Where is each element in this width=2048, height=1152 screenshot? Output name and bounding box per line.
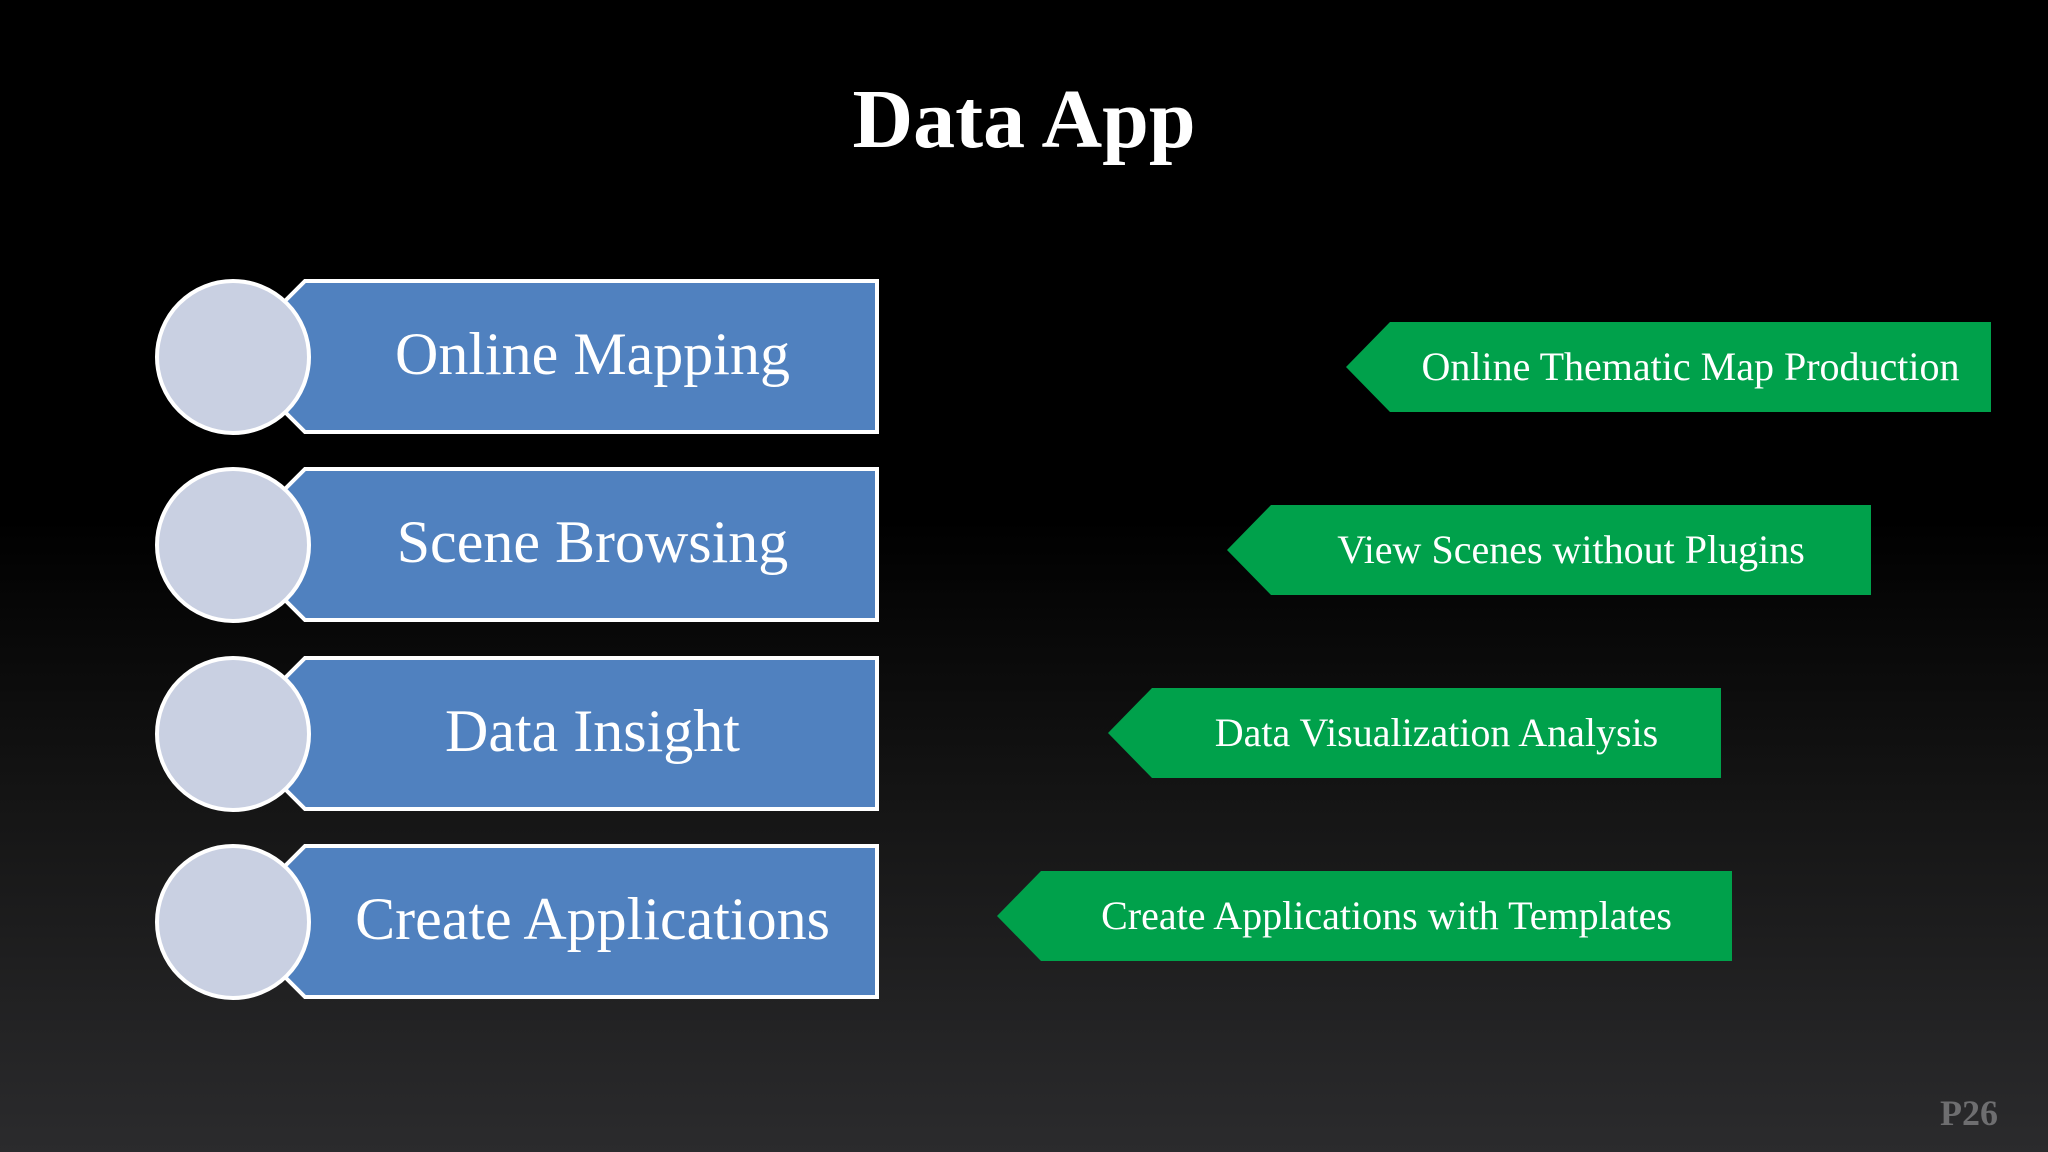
item-circle [155,279,311,435]
description-tag-online-thematic-map: Online Thematic Map Production [1346,322,1991,412]
item-label: Data Insight [445,698,740,764]
tag-label: Create Applications with Templates [1101,893,1672,938]
process-item-data-insight: Data Insight [155,656,880,812]
item-label: Scene Browsing [396,509,789,575]
tag-label: Online Thematic Map Production [1421,344,1960,389]
process-item-online-mapping: Online Mapping [155,279,880,435]
description-tag-data-visualization: Data Visualization Analysis [1108,688,1721,778]
process-item-create-applications: Create Applications [155,844,880,1000]
description-tag-view-scenes: View Scenes without Plugins [1227,505,1871,595]
item-label: Create Applications [355,886,830,952]
slide-title: Data App [852,73,1196,166]
process-item-scene-browsing: Scene Browsing [155,467,880,623]
tag-label: View Scenes without Plugins [1337,527,1805,572]
item-label: Online Mapping [395,321,790,387]
tag-label: Data Visualization Analysis [1214,710,1659,755]
item-circle [155,656,311,812]
item-circle [155,467,311,623]
description-tag-create-applications: Create Applications with Templates [997,871,1732,961]
page-number: P26 [1940,1093,1998,1133]
item-circle [155,844,311,1000]
